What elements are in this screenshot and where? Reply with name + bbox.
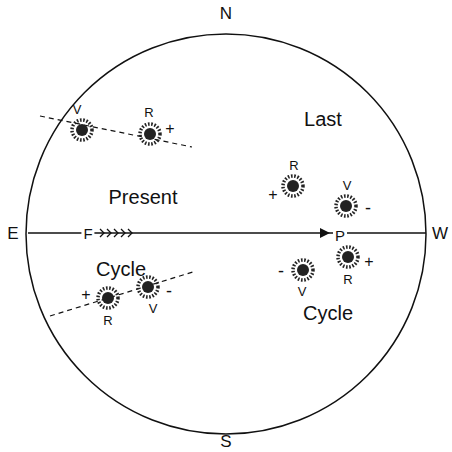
spot-label: R (103, 314, 112, 327)
spot-label: R (144, 106, 153, 119)
arrow-head (320, 228, 330, 238)
spot-label: V (149, 302, 158, 315)
cycle-label: Cycle (96, 259, 146, 279)
compass-label: E (7, 225, 18, 242)
rotation-chevrons (100, 229, 132, 237)
sunspot-symbols (72, 120, 358, 308)
polarity-sign: - (365, 199, 371, 217)
spot-label: V (73, 103, 82, 116)
spot-label: R (343, 273, 352, 286)
cycle-label: Present (109, 187, 178, 207)
polarity-sign: - (278, 262, 284, 280)
polarity-sign: + (364, 254, 373, 270)
polarity-sign: + (165, 121, 174, 137)
compass-label: S (220, 433, 231, 450)
solar-disk (26, 34, 426, 434)
tilt-line (40, 116, 192, 147)
polarity-sign: + (268, 187, 277, 203)
polarity-sign: + (81, 287, 90, 303)
spot-label: V (298, 285, 307, 298)
cycle-label: Cycle (303, 303, 353, 323)
spot-label: R (289, 159, 298, 172)
polarity-sign: - (166, 282, 172, 300)
compass-label: N (220, 5, 232, 22)
direction-label: P (333, 228, 347, 243)
direction-label: F (81, 226, 94, 241)
cycle-label: Last (304, 109, 342, 129)
spot-label: V (343, 179, 352, 192)
compass-label: W (432, 225, 448, 242)
